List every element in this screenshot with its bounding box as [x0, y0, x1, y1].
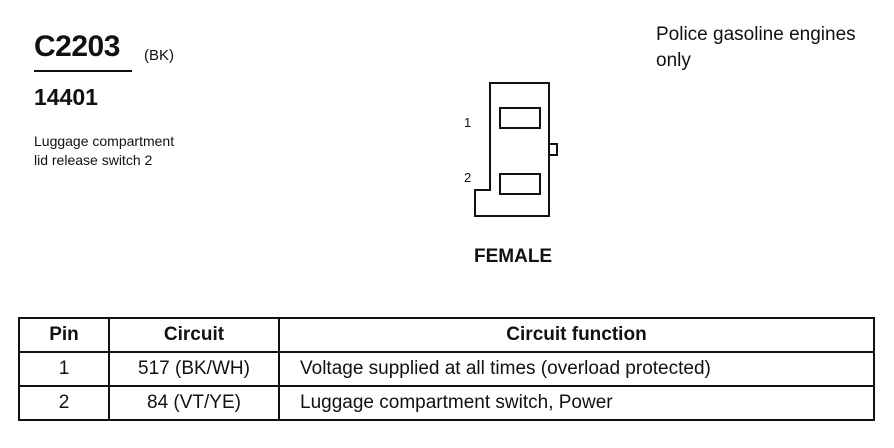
- row-circuit-function: Luggage compartment switch, Power: [278, 385, 875, 421]
- connector-housing-outline: [474, 82, 550, 217]
- table-row: 2 84 (VT/YE) Luggage compartment switch,…: [18, 385, 875, 421]
- connector-description: Luggage compartment lid release switch 2: [34, 133, 175, 168]
- header-circuit-function: Circuit function: [278, 317, 875, 353]
- part-number: 14401: [34, 84, 98, 110]
- connector-face-diagram: 1 2: [464, 82, 558, 217]
- row-circuit: 517 (BK/WH): [108, 351, 280, 387]
- pin-assignment-table: Pin Circuit Circuit function 1 517 (BK/W…: [18, 317, 875, 421]
- title-underline: [34, 70, 132, 72]
- connector-gender-label: FEMALE: [474, 246, 553, 267]
- pin-label-1: 1: [464, 115, 471, 130]
- connector-latch-tab: [548, 143, 558, 156]
- row-circuit-function: Voltage supplied at all times (overload …: [278, 351, 875, 387]
- row-pin: 2: [18, 385, 110, 421]
- applicability-note: Police gasoline engines only: [656, 24, 856, 71]
- row-circuit: 84 (VT/YE): [108, 385, 280, 421]
- pin-cavity-1: [499, 107, 541, 129]
- table-header-row: Pin Circuit Circuit function: [18, 317, 875, 353]
- connector-id: C2203: [34, 30, 120, 63]
- row-pin: 1: [18, 351, 110, 387]
- header-pin: Pin: [18, 317, 110, 353]
- header-circuit: Circuit: [108, 317, 280, 353]
- pin-cavity-2: [499, 173, 541, 195]
- pin-label-2: 2: [464, 170, 471, 185]
- table-row: 1 517 (BK/WH) Voltage supplied at all ti…: [18, 351, 875, 387]
- connector-color: (BK): [144, 47, 174, 64]
